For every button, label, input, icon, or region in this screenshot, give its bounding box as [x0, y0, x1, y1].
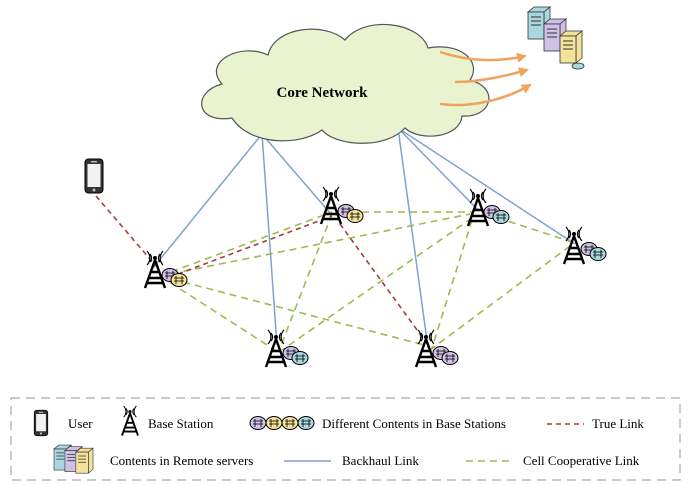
legend-remote: Contents in Remote servers [110, 453, 253, 468]
legend-base-station: Base Station [148, 416, 214, 431]
content-icon [265, 416, 283, 430]
content-icon [170, 273, 188, 287]
legend-contents-bs: Different Contents in Base Stations [322, 416, 506, 431]
tower-icon [562, 225, 586, 266]
legend-coop: Cell Cooperative Link [523, 453, 640, 468]
backhaul-link [397, 127, 429, 349]
coop-link [431, 219, 473, 349]
content-icon [589, 247, 607, 261]
backhaul-link [261, 133, 331, 214]
coop-link [279, 213, 333, 349]
content-icon [281, 416, 299, 430]
true-link [177, 215, 333, 275]
legend-backhaul: Backhaul Link [342, 453, 419, 468]
coop-link [159, 275, 279, 353]
tower-icon [466, 187, 490, 228]
arrow [454, 67, 529, 84]
base-station-1 [143, 249, 188, 290]
base-station-6 [414, 328, 459, 369]
core-network-label: Core Network [277, 85, 369, 101]
coop-link [429, 245, 571, 351]
base-station-2 [319, 185, 364, 226]
coop-link [159, 213, 471, 277]
backhaul-link [152, 133, 263, 269]
coop-link [281, 217, 473, 351]
content-icon [346, 209, 364, 223]
legend-true-link: True Link [592, 416, 644, 431]
content-icon [291, 351, 309, 365]
arrow [439, 50, 527, 63]
server-icon [559, 30, 583, 64]
base-station-4 [466, 187, 510, 228]
base-station-5 [562, 225, 607, 266]
backhaul-links [152, 127, 576, 349]
coop-link [159, 211, 333, 277]
backhaul-link [261, 133, 278, 346]
phone-icon [33, 409, 49, 437]
arrows-to-servers [439, 50, 532, 107]
backhaul-link [397, 127, 576, 245]
content-icon [492, 210, 510, 224]
true-links [95, 195, 429, 346]
content-icon [441, 351, 459, 365]
content-icon [249, 416, 267, 430]
remote-servers-icon [53, 444, 94, 474]
remote-servers [527, 6, 585, 70]
backhaul-link [397, 127, 479, 211]
tower-icon [121, 405, 139, 437]
legend: User Base Station Different Contents in … [10, 397, 681, 481]
legend-user: User [68, 416, 93, 431]
content-icon [297, 416, 315, 430]
coop-link [159, 275, 425, 346]
user-phone-icon [84, 158, 104, 194]
legend-border [10, 397, 681, 481]
arrow [439, 83, 532, 107]
true-link [95, 195, 157, 267]
cooperative-links [159, 211, 573, 353]
core-network-cloud: Core Network [201, 23, 490, 144]
true-link [339, 223, 429, 346]
